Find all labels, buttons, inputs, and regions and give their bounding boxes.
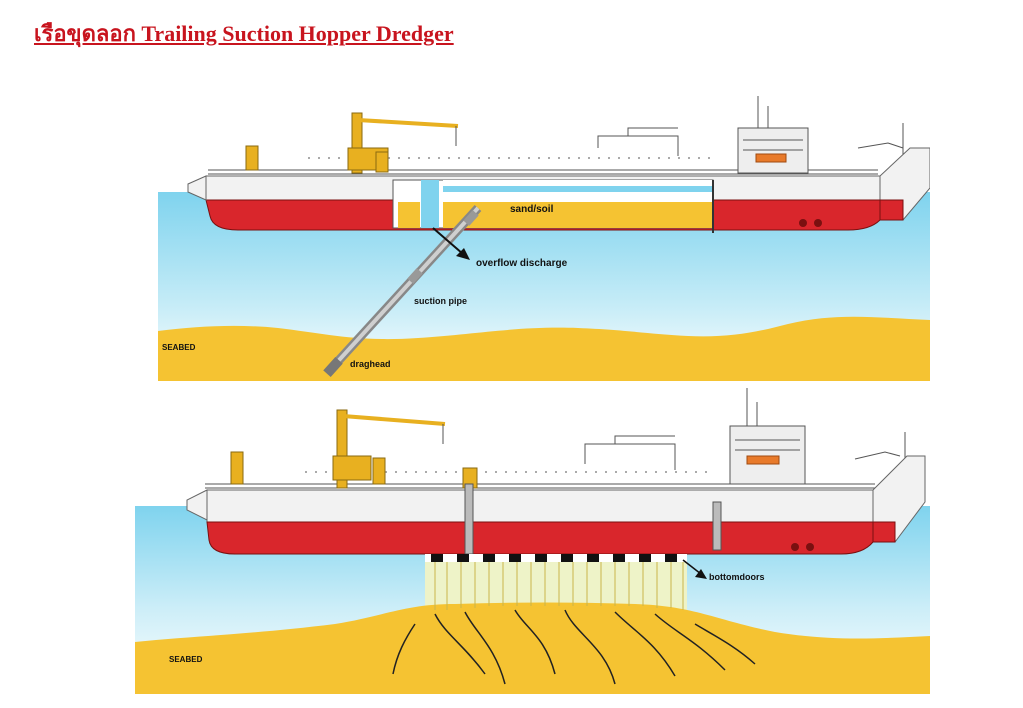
ship-superstructure — [208, 96, 904, 175]
dredger-bottomdoors-illustration: bottomdoors SEABED — [135, 388, 930, 694]
label-seabed-top: SEABED — [162, 343, 196, 352]
label-overflow-discharge: overflow discharge — [476, 258, 568, 269]
bottomdoors-arrow — [682, 559, 707, 579]
page-title: เรือขุดลอก Trailing Suction Hopper Dredg… — [34, 21, 454, 46]
label-suction-pipe: suction pipe — [414, 296, 467, 306]
seabed-sand — [158, 316, 930, 381]
dredging-diagram-top: sand/soil overflow discharge suction pip… — [158, 88, 930, 381]
bottom-doors — [425, 554, 687, 562]
seabed-mound — [135, 602, 930, 694]
label-sand-soil: sand/soil — [510, 204, 554, 215]
suction-pipe — [323, 204, 482, 378]
label-bottomdoors: bottomdoors — [709, 572, 765, 582]
dredger-suction-illustration: sand/soil overflow discharge suction pip… — [158, 96, 930, 381]
ship-hull — [186, 455, 926, 555]
deck-crane — [230, 409, 478, 489]
hopper-cutaway — [392, 179, 714, 233]
ship-superstructure — [205, 388, 906, 489]
dredging-diagram-bottom: bottomdoors SEABED — [135, 384, 930, 694]
label-draghead: draghead — [350, 359, 391, 369]
seabed-cracks — [392, 609, 756, 685]
label-seabed-bottom: SEABED — [169, 655, 203, 664]
deck-crane — [245, 112, 459, 174]
overflow-arrow — [432, 227, 470, 260]
falling-sand-streaks — [434, 562, 684, 610]
